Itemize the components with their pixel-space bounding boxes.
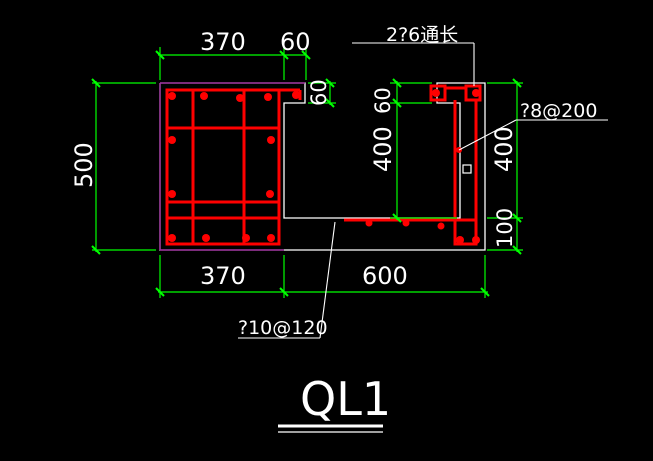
drawing-title: QL1 xyxy=(300,372,391,426)
left-inner-dim-60: 60 xyxy=(307,79,331,106)
top-dim-370: 370 xyxy=(200,28,246,56)
note-top-rebar: 2?6通长 xyxy=(386,24,458,46)
top-dim-60: 60 xyxy=(280,28,311,56)
leader-lines xyxy=(238,42,608,339)
right-dim-400: 400 xyxy=(490,126,518,172)
beam-rebar-dots xyxy=(365,89,480,244)
inner-dim-60: 60 xyxy=(371,87,395,114)
column-rebar-cage xyxy=(165,88,302,246)
left-dim-500: 500 xyxy=(70,142,98,188)
right-dim-100: 100 xyxy=(493,208,517,248)
section-outline xyxy=(159,82,486,251)
dimension-ticks xyxy=(91,50,522,297)
column-frame xyxy=(159,82,305,251)
column-rebar-dots xyxy=(168,91,300,242)
note-stirrup: ?8@200 xyxy=(520,100,597,122)
bottom-dim-370: 370 xyxy=(200,262,246,290)
note-bottom-rebar: ?10@120 xyxy=(238,317,328,339)
inner-dim-400: 400 xyxy=(369,126,397,172)
title-underline xyxy=(278,424,383,433)
small-square-marker xyxy=(462,164,472,174)
bottom-dim-600: 600 xyxy=(362,262,408,290)
